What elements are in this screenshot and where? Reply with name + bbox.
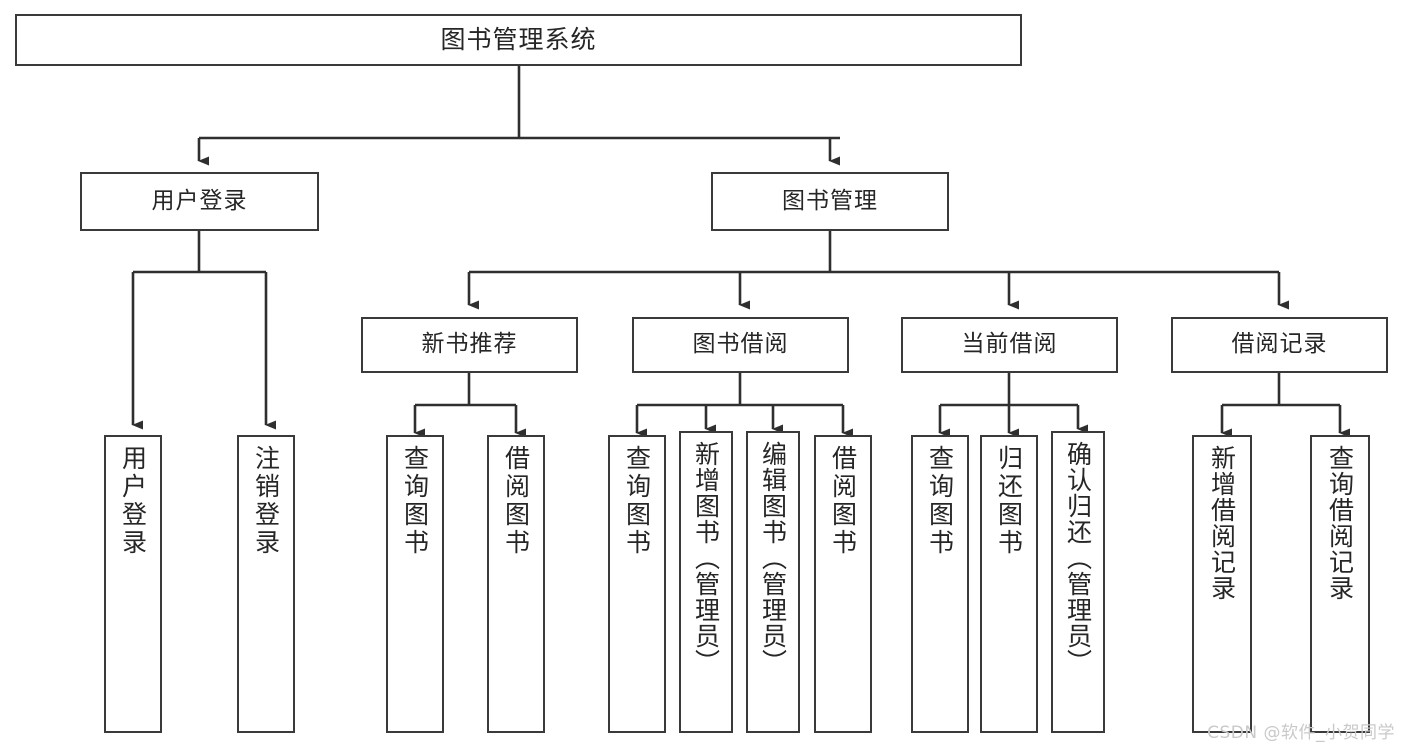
node-leaf-return-book[interactable]: 归还图书 (980, 435, 1038, 733)
node-leaf-edit-book[interactable]: 编辑图书（管理员） (746, 431, 800, 733)
node-leaf-query-book-borrow[interactable]: 查询图书 (608, 435, 666, 733)
node-root-book-management-system[interactable]: 图书管理系统 (15, 14, 1022, 66)
node-leaf-confirm-return[interactable]: 确认归还（管理员） (1051, 431, 1105, 733)
node-label: 查询图书 (400, 445, 430, 557)
node-label: 查询借阅记录 (1325, 445, 1355, 601)
node-book-management[interactable]: 图书管理 (711, 172, 949, 231)
csdn-watermark: CSDN @软件_小贺同学 (1207, 723, 1395, 743)
node-label: 借阅图书 (828, 445, 858, 557)
node-user-login[interactable]: 用户登录 (80, 172, 319, 231)
node-label: 确认归还（管理员） (1063, 441, 1093, 675)
node-label: 编辑图书（管理员） (758, 441, 788, 675)
node-label: 归还图书 (994, 445, 1024, 557)
node-leaf-query-borrow-record[interactable]: 查询借阅记录 (1310, 435, 1370, 733)
node-label: 新增图书（管理员） (691, 441, 721, 675)
node-label: 借阅图书 (501, 445, 531, 557)
node-book-borrow[interactable]: 图书借阅 (632, 317, 849, 373)
node-label: 新增借阅记录 (1207, 445, 1237, 601)
node-label: 用户登录 (118, 445, 148, 557)
node-label: 注销登录 (251, 445, 281, 557)
node-label: 新书推荐 (421, 331, 518, 358)
node-label: 查询图书 (622, 445, 652, 557)
node-label: 查询图书 (925, 445, 955, 557)
node-leaf-query-book-current[interactable]: 查询图书 (911, 435, 969, 733)
node-leaf-user-login[interactable]: 用户登录 (104, 435, 162, 733)
node-label: 图书管理 (782, 187, 878, 214)
node-new-book-recommend[interactable]: 新书推荐 (361, 317, 578, 373)
node-label: 图书借阅 (692, 331, 789, 358)
node-leaf-borrow-book-recommend[interactable]: 借阅图书 (487, 435, 545, 733)
node-leaf-add-book[interactable]: 新增图书（管理员） (679, 431, 733, 733)
node-current-borrow[interactable]: 当前借阅 (901, 317, 1118, 373)
node-leaf-user-logout[interactable]: 注销登录 (237, 435, 295, 733)
node-leaf-borrow-book[interactable]: 借阅图书 (814, 435, 872, 733)
node-label: 图书管理系统 (440, 25, 597, 55)
node-label: 当前借阅 (961, 331, 1058, 358)
node-label: 借阅记录 (1231, 331, 1328, 358)
node-leaf-query-book-recommend[interactable]: 查询图书 (386, 435, 444, 733)
node-borrow-record[interactable]: 借阅记录 (1171, 317, 1388, 373)
node-label: 用户登录 (151, 187, 248, 214)
node-leaf-add-borrow-record[interactable]: 新增借阅记录 (1192, 435, 1252, 733)
